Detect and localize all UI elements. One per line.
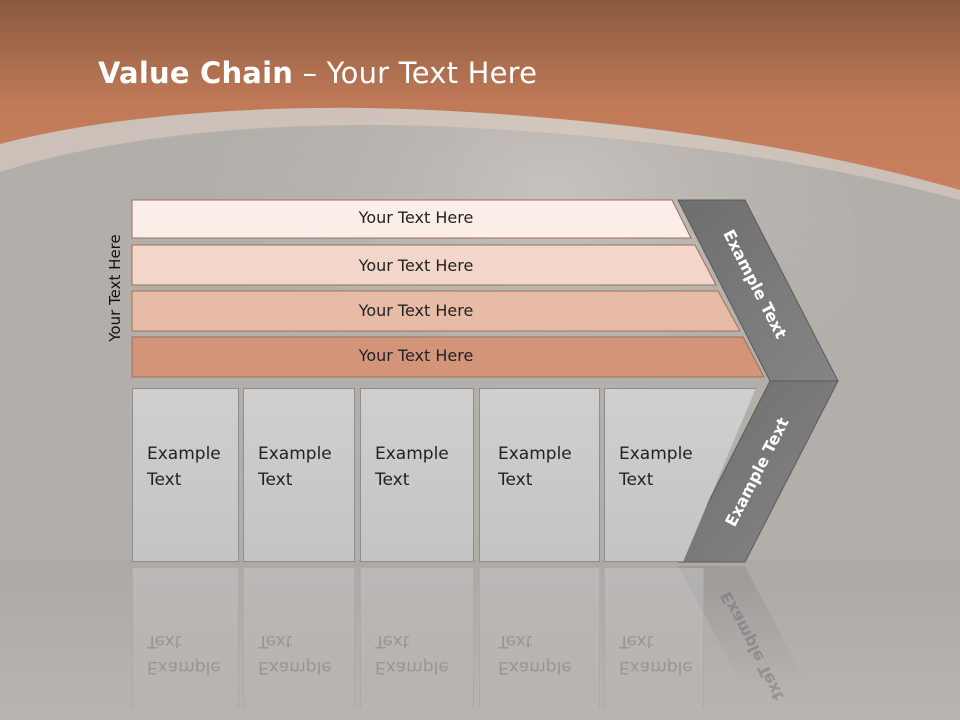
chevron-reflection [678,566,810,690]
bar-4 [131,336,765,378]
bar-1-text: Your Text Here [358,208,474,227]
title-bold: Value Chain [98,56,294,90]
box-2-line1: Example [258,444,332,464]
box-4-line1: Example [498,444,572,464]
slide-title: Value Chain – Your Text Here [98,56,537,90]
box-5-reflection-line1: Example [619,657,693,677]
box-1-reflection-text: Example Text [147,628,221,680]
box-1-line2: Text [147,470,182,490]
box-3-line2: Text [375,470,410,490]
box-3-reflection-line2: Text [375,631,410,651]
bar-2 [131,244,717,286]
box-5-reflection-line2: Text [619,631,654,651]
bar-1 [131,199,692,239]
box-3-reflection: Example Text [360,568,474,708]
box-5-reflection-text: Example Text [619,628,693,680]
box-2-reflection-line1: Example [258,657,332,677]
box-1-reflection: Example Text [132,568,239,708]
box-2-reflection-line2: Text [258,631,293,651]
bar-2-text: Your Text Here [358,256,474,275]
box-1-reflection-line1: Example [147,657,221,677]
bar-4-text: Your Text Here [358,346,474,365]
box-4-reflection-line1: Example [498,657,572,677]
box-2-reflection-text: Example Text [258,628,332,680]
bar-3-text: Your Text Here [358,301,474,320]
box-1-line1: Example [147,444,221,464]
box-5-line2: Text [619,470,654,490]
box-5-reflection: Example Text [604,568,704,708]
chevron-lower [677,380,839,563]
box-4-reflection-line2: Text [498,631,533,651]
box-3-reflection-text: Example Text [375,628,449,680]
bar-3 [131,290,741,332]
box-2-line2: Text [258,470,293,490]
box-4-line2: Text [498,470,533,490]
box-3-reflection-line1: Example [375,657,449,677]
box-3-line1: Example [375,444,449,464]
box-1-reflection-line2: Text [147,631,182,651]
title-rest: – Your Text Here [293,56,538,90]
box-2-reflection: Example Text [243,568,355,708]
box-5-line1: Example [619,444,693,464]
box-4-reflection: Example Text [479,568,600,708]
box-4-reflection-text: Example Text [498,628,572,680]
